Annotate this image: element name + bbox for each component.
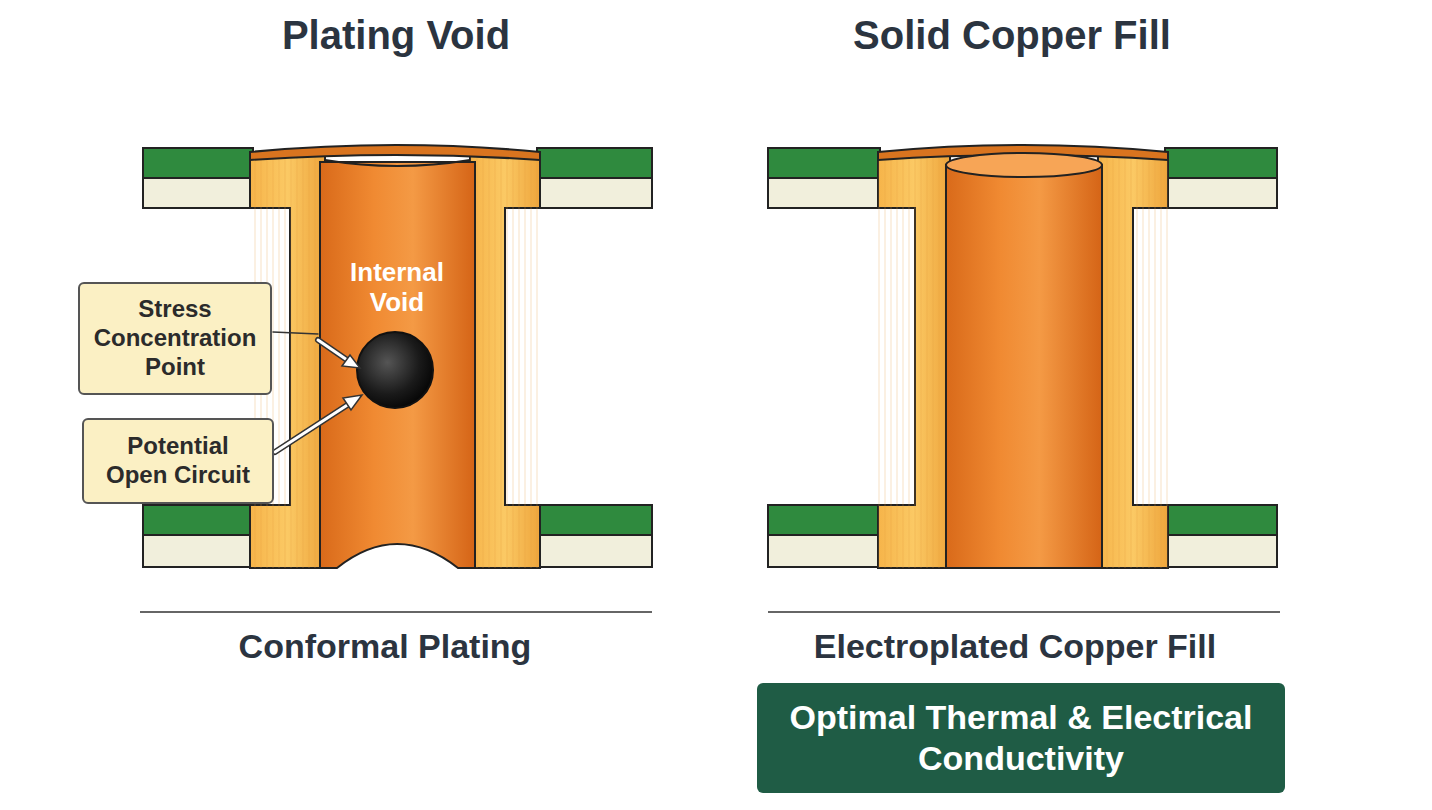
heading: Solid Copper Fill — [853, 12, 1171, 58]
box-text: Potential Open Circuit — [94, 432, 262, 490]
region-label: Internal Void — [342, 258, 452, 318]
box-text: Optimal Thermal & Electrical Conductivit… — [767, 697, 1275, 779]
caption: Electroplated Copper Fill — [814, 627, 1216, 666]
callout-box: Stress Concentration Point — [78, 282, 272, 395]
leader-arrows — [273, 332, 362, 452]
callout-box: Potential Open Circuit — [82, 418, 274, 504]
internal-void — [357, 332, 433, 408]
caption: Conformal Plating — [239, 627, 532, 666]
heading: Plating Void — [282, 12, 510, 58]
box-text: Stress Concentration Point — [90, 295, 260, 381]
right-via — [768, 145, 1277, 568]
divider — [768, 611, 1280, 613]
divider — [140, 611, 652, 613]
highlight-box: Optimal Thermal & Electrical Conductivit… — [757, 683, 1285, 793]
